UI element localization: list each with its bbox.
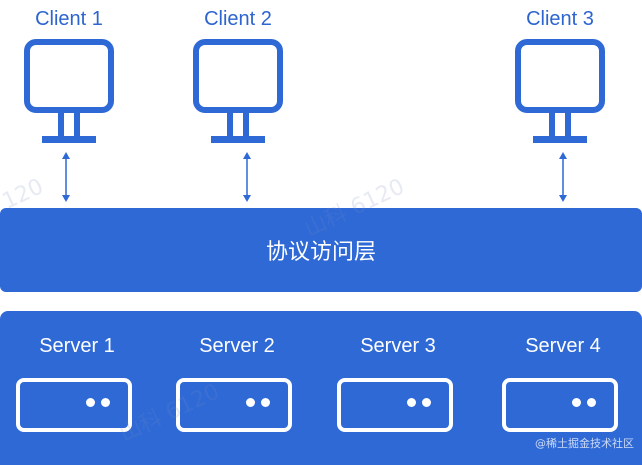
monitor-icon bbox=[515, 39, 605, 143]
monitor-icon bbox=[193, 39, 283, 143]
bidirectional-arrow-icon bbox=[243, 152, 251, 202]
client-label: Client 1 bbox=[35, 8, 103, 30]
client-label: Client 2 bbox=[204, 8, 272, 30]
server-label: Server 4 bbox=[525, 335, 601, 357]
protocol-layer-label: 协议访问层 bbox=[265, 240, 376, 265]
monitor-icon bbox=[24, 39, 114, 143]
credit-watermark: @稀土掘金技术社区 bbox=[535, 437, 634, 450]
server-icon bbox=[502, 378, 618, 432]
protocol-access-layer: 协议访问层 bbox=[0, 208, 642, 292]
server-icon bbox=[16, 378, 132, 432]
bidirectional-arrow-icon bbox=[559, 152, 567, 202]
server-icon bbox=[337, 378, 453, 432]
server-panel: Server 1 Server 2 Server 3 Server 4 @稀土掘… bbox=[0, 311, 642, 465]
bidirectional-arrow-icon bbox=[62, 152, 70, 202]
client-label: Client 3 bbox=[526, 8, 594, 30]
server-icon bbox=[176, 378, 292, 432]
server-label: Server 2 bbox=[199, 335, 275, 357]
server-label: Server 1 bbox=[39, 335, 115, 357]
server-label: Server 3 bbox=[360, 335, 436, 357]
